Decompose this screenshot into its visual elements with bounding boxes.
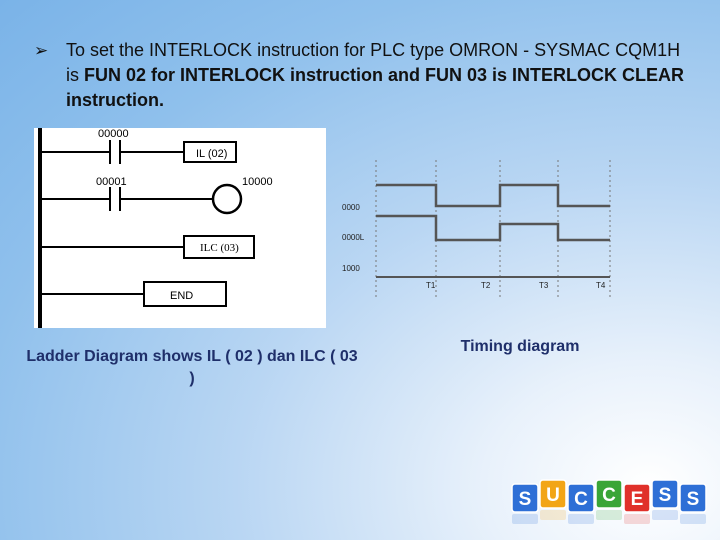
time-label-4: T4 [596, 281, 606, 290]
logo-tile-4: E [623, 483, 651, 524]
il-box-label: IL (02) [196, 148, 227, 160]
contact-1-label: 00000 [98, 128, 129, 140]
waveform-2 [376, 214, 610, 242]
timing-diagram: 0000 0000L 1000 T1 T2 T3 T4 [338, 160, 618, 300]
logo-tile-6: S [679, 483, 707, 524]
signal-label-2: 0000L [342, 233, 365, 242]
il-box [183, 141, 237, 163]
waveform-1 [376, 183, 610, 208]
signal-label-3: 1000 [342, 264, 360, 273]
logo-tile-1: U [539, 479, 567, 520]
logo-letter-3: C [602, 485, 616, 506]
coil-symbol [211, 183, 243, 215]
timing-svg: 0000 0000L 1000 T1 T2 T3 T4 [342, 160, 611, 300]
end-box-label: END [170, 290, 193, 302]
coil-label: 10000 [242, 176, 273, 188]
ladder-diagram: 00000 IL (02) 00001 10000 ILC (03) END [34, 128, 326, 328]
signal-label-1: 0000 [342, 203, 360, 212]
logo-letter-6: S [687, 489, 700, 510]
time-label-1: T1 [426, 281, 436, 290]
bullet-text-bold: FUN 02 for INTERLOCK instruction and FUN… [66, 65, 685, 110]
time-label-2: T2 [481, 281, 491, 290]
contact-2-label: 00001 [96, 176, 127, 188]
bullet-block: ➢ To set the INTERLOCK instruction for P… [34, 38, 694, 113]
ladder-svg: 00000 IL (02) 00001 10000 ILC (03) END [38, 128, 273, 328]
logo-tile-5: S [651, 479, 679, 520]
logo-letter-1: U [546, 485, 560, 506]
ilc-box [183, 235, 255, 259]
end-box [143, 281, 227, 307]
logo-letter-2: C [574, 489, 588, 510]
bullet-text-plain: To set the INTERLOCK instruction for PLC… [66, 40, 681, 85]
logo-letter-0: S [519, 489, 532, 510]
ilc-box-label: ILC (03) [200, 242, 239, 254]
timing-caption: Timing diagram [460, 338, 580, 355]
logo-letter-5: S [659, 485, 672, 506]
time-label-3: T3 [539, 281, 549, 290]
ladder-caption: Ladder Diagram shows IL ( 02 ) dan ILC (… [26, 348, 358, 387]
bullet-text: To set the INTERLOCK instruction for PLC… [34, 38, 694, 113]
bullet-arrow-icon: ➢ [34, 41, 49, 60]
logo-tile-3: C [595, 479, 623, 520]
logo-letter-4: E [631, 489, 644, 510]
logo-tile-0: S [511, 483, 539, 524]
logo-tile-2: C [567, 483, 595, 524]
